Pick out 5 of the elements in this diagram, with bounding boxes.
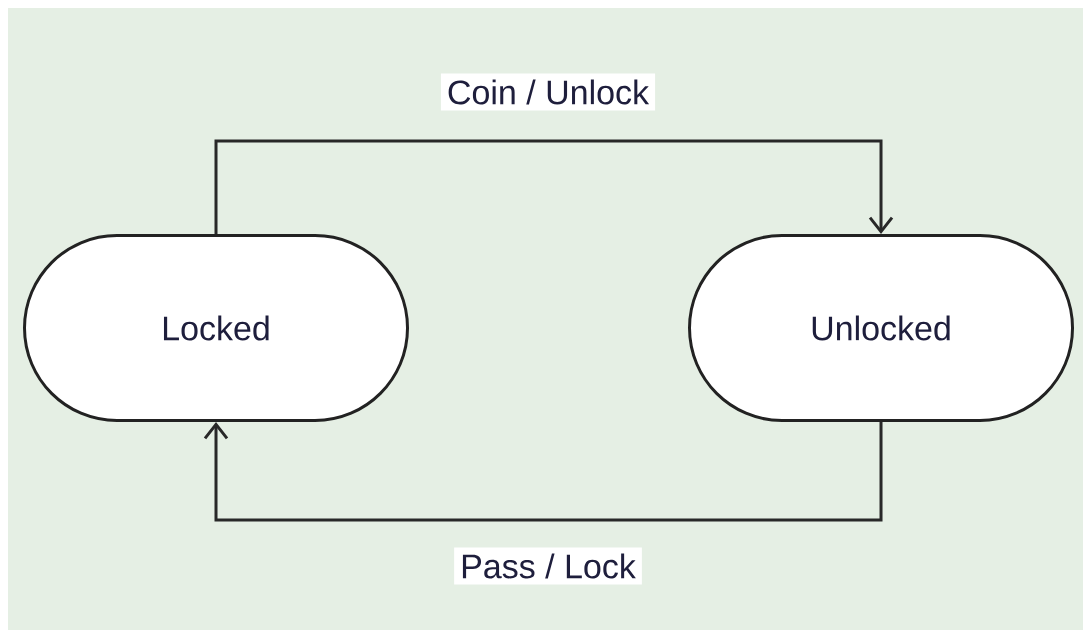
arrow (203, 422, 883, 522)
state-box: Unlocked (688, 234, 1074, 422)
edge-label: Coin / Unlock (440, 73, 656, 111)
edge-label: Pass / Lock (454, 547, 642, 585)
arrow (214, 139, 894, 234)
